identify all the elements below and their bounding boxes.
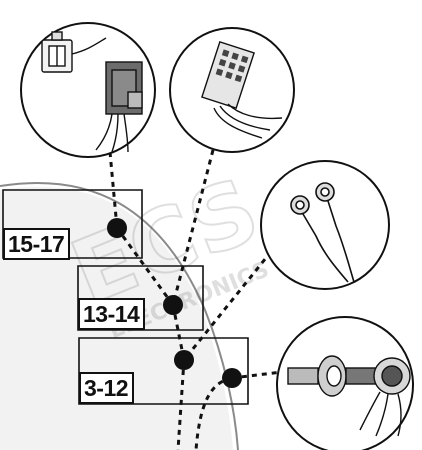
dot-a [107, 218, 127, 238]
callout-label-3-12: 3-12 [79, 372, 135, 404]
callout-label-13-14: 13-14 [78, 298, 146, 330]
dotted-leaders [108, 149, 292, 450]
dot-c [174, 350, 194, 370]
detail-circle-lugs [260, 160, 390, 290]
connector-pair-illustration [41, 31, 143, 153]
dot-d [222, 368, 242, 388]
connection-dots [107, 218, 242, 388]
callout-label-15-17: 15-17 [3, 228, 71, 260]
ring-lug-illustration [290, 182, 355, 283]
plug-illustration [201, 40, 283, 139]
detail-circles [20, 22, 414, 450]
socket-illustration [287, 355, 411, 437]
dot-b [163, 295, 183, 315]
